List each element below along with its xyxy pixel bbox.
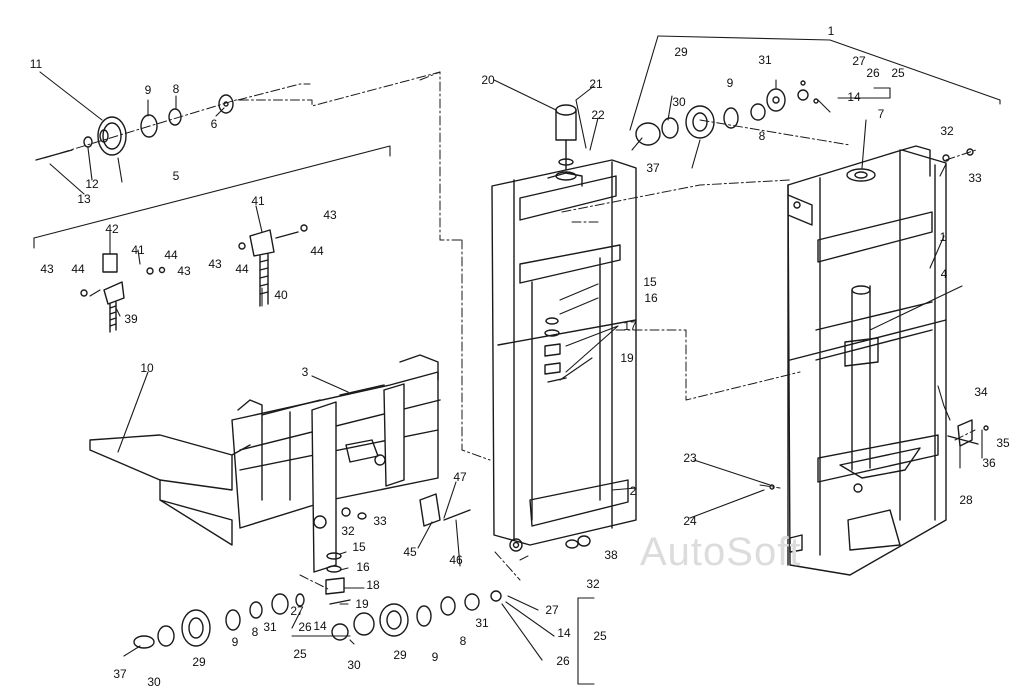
callout-label-l12: 12	[85, 177, 99, 191]
callout-label-l30a: 30	[672, 95, 686, 109]
callout-label-l27b: 27	[545, 603, 559, 617]
callout-label-l25b: 25	[593, 629, 607, 643]
callout-label-l22: 22	[591, 108, 605, 122]
callout-label-l2: 2	[629, 484, 637, 498]
callout-label-l4: 4	[940, 267, 948, 281]
callout-label-l3: 3	[301, 365, 309, 379]
callout-label-l15a: 15	[643, 275, 657, 289]
callout-label-l33a: 33	[968, 171, 982, 185]
callout-label-l6: 6	[210, 117, 218, 131]
callout-label-l28: 28	[959, 493, 973, 507]
callout-label-l14b: 14	[313, 619, 327, 633]
callout-label-l1b: 1	[939, 230, 947, 244]
sheave-assembly-left	[35, 94, 234, 161]
callout-label-l29a: 29	[674, 45, 688, 59]
callout-label-l30b: 30	[147, 675, 161, 689]
callout-label-l8a: 8	[172, 82, 180, 96]
callout-label-l16a: 16	[644, 291, 658, 305]
callout-label-l8c: 8	[251, 625, 259, 639]
fork-carriage	[231, 354, 441, 573]
callout-label-l44d: 44	[164, 248, 178, 262]
chain-anchor-stack	[544, 317, 567, 383]
callout-label-l36: 36	[982, 456, 996, 470]
callout-label-l29b: 29	[192, 655, 206, 669]
callout-label-l45: 45	[403, 545, 417, 559]
callout-label-l15b: 15	[352, 540, 366, 554]
callout-label-l31c: 31	[475, 616, 489, 630]
callout-brackets	[33, 35, 1001, 685]
callout-label-l16b: 16	[356, 560, 370, 574]
callout-label-l9b: 9	[726, 76, 734, 90]
callout-label-l26c: 26	[556, 654, 570, 668]
callout-label-l10: 10	[140, 361, 154, 375]
callout-label-l44b: 44	[71, 262, 85, 276]
callout-label-l30c: 30	[347, 658, 361, 672]
callout-label-l32b: 32	[341, 524, 355, 538]
callout-label-l1a: 1	[827, 24, 835, 38]
callout-label-l43a: 43	[323, 208, 337, 222]
callout-label-l33b: 33	[373, 514, 387, 528]
fork-tine	[89, 434, 251, 546]
callout-label-l26b: 26	[298, 620, 312, 634]
callout-label-l21: 21	[589, 77, 603, 91]
callout-label-l32a: 32	[940, 124, 954, 138]
callout-label-l43b: 43	[40, 262, 54, 276]
callout-label-l13: 13	[77, 192, 91, 206]
callout-label-l31b: 31	[263, 620, 277, 634]
callout-label-l8d: 8	[459, 634, 467, 648]
callout-label-l17: 17	[623, 319, 637, 333]
callout-label-l19b: 19	[355, 597, 369, 611]
callout-label-l18: 18	[366, 578, 380, 592]
callout-label-l14c: 14	[557, 626, 571, 640]
callout-label-l8b: 8	[758, 129, 766, 143]
callout-label-l23: 23	[683, 451, 697, 465]
callout-label-l34: 34	[974, 385, 988, 399]
callout-label-l7: 7	[877, 107, 885, 121]
callout-label-l27a: 27	[852, 54, 866, 68]
lift-cylinder	[844, 168, 879, 471]
callout-label-l43c: 43	[208, 257, 222, 271]
callout-label-l47: 47	[453, 470, 467, 484]
callout-label-l11: 11	[29, 57, 43, 71]
watermark-text: AutoSoft	[640, 530, 802, 574]
callout-label-l37a: 37	[646, 161, 660, 175]
callout-label-l31a: 31	[758, 53, 772, 67]
callout-label-l9a: 9	[144, 83, 152, 97]
callout-label-l35: 35	[996, 436, 1010, 450]
callout-label-l44c: 44	[235, 262, 249, 276]
chain-anchor-parts-left	[80, 224, 308, 333]
callout-label-l14a: 14	[847, 90, 861, 104]
callout-label-l40: 40	[274, 288, 288, 302]
carriage-stack-parts	[325, 493, 591, 605]
callout-label-l44a: 44	[310, 244, 324, 258]
callout-label-l43d: 43	[177, 264, 191, 278]
callout-label-l37b: 37	[113, 667, 127, 681]
callout-label-l29c: 29	[393, 648, 407, 662]
callout-label-l46: 46	[449, 553, 463, 567]
sheave-assembly-bottom	[133, 590, 502, 649]
callout-label-l38: 38	[604, 548, 618, 562]
callout-label-l24: 24	[683, 514, 697, 528]
inner-mast	[491, 159, 637, 552]
callout-label-l25a: 25	[891, 66, 905, 80]
callout-label-l41a: 41	[251, 194, 265, 208]
callout-label-l39: 39	[124, 312, 138, 326]
callout-label-l26a: 26	[866, 66, 880, 80]
callout-label-l9d: 9	[431, 650, 439, 664]
callout-label-l25c: 25	[293, 647, 307, 661]
assembly-lines	[43, 71, 977, 591]
callout-label-l27c: 27	[290, 604, 304, 618]
callout-label-l42: 42	[105, 222, 119, 236]
outer-mast	[787, 145, 947, 576]
callout-label-l19a: 19	[620, 351, 634, 365]
callout-label-l41b: 41	[131, 243, 145, 257]
callout-label-l5: 5	[172, 169, 180, 183]
callout-label-l9c: 9	[231, 635, 239, 649]
callout-label-l32c: 32	[586, 577, 600, 591]
callout-label-l20: 20	[481, 73, 495, 87]
